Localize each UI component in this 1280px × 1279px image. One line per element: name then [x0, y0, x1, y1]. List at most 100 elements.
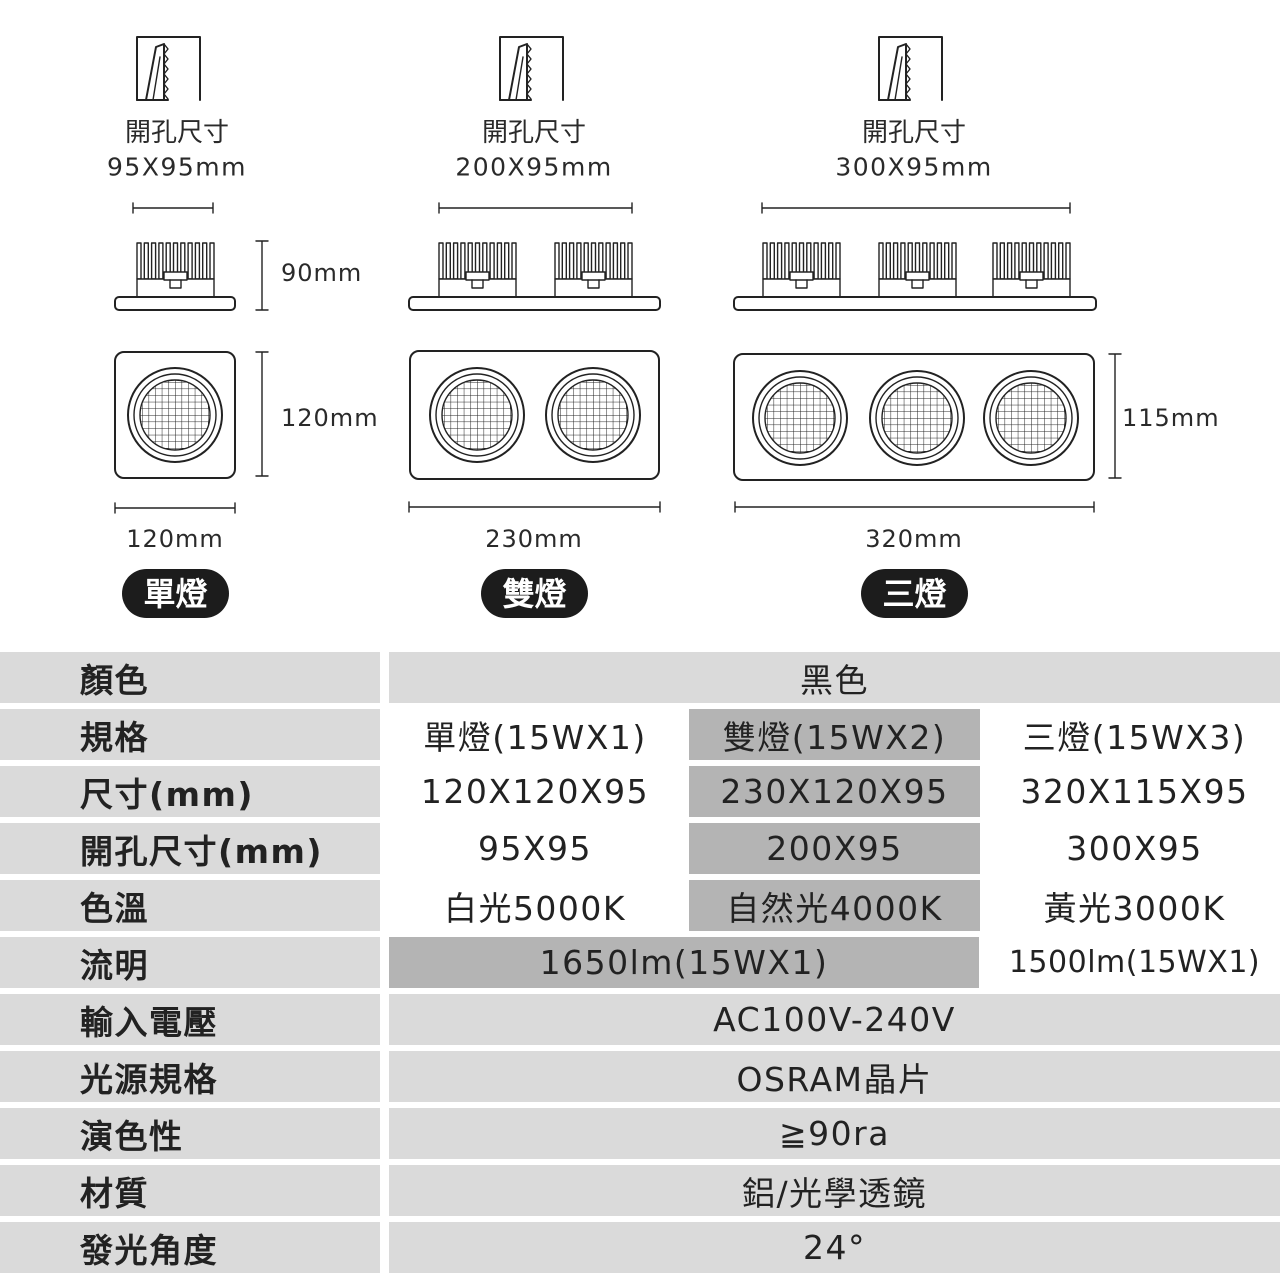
spec-value-single: 單燈(15WX1) — [389, 709, 681, 760]
lamp-badge: 單燈 — [122, 569, 229, 618]
mounting-plate — [114, 296, 236, 311]
heatsink — [992, 242, 1071, 298]
side-view — [114, 242, 236, 311]
lens — [128, 368, 222, 462]
diagram-triple: 開孔尺寸 300X95mm 115mm 320mm 三燈 — [733, 36, 1220, 618]
spec-row-model: 規格 單燈(15WX1) 雙燈(15WX2) 三燈(15WX3) — [0, 709, 1280, 760]
spec-value-double: 230X120X95 — [689, 766, 980, 817]
diagram-single: 開孔尺寸 95X95mm 90mm 120mm 120mm 單燈 — [107, 36, 379, 618]
spec-row-color: 顏色 黑色 — [0, 652, 1280, 703]
spec-label: 規格 — [0, 709, 380, 760]
spec-table: 顏色 黑色 規格 單燈(15WX1) 雙燈(15WX2) 三燈(15WX3) 尺… — [0, 652, 1280, 1273]
spec-value-single: 95X95 — [389, 823, 681, 874]
spec-value: 黑色 — [389, 652, 1280, 703]
cutout-width-dimension — [761, 202, 1071, 214]
lens — [870, 371, 964, 465]
lens — [430, 368, 524, 462]
spec-value: 24° — [389, 1222, 1280, 1273]
spec-value-warm: 黃光3000K — [989, 880, 1280, 931]
badge-label: 三燈 — [882, 575, 946, 613]
side-view — [733, 242, 1097, 311]
spec-label: 材質 — [0, 1165, 380, 1216]
heatsink — [762, 242, 841, 298]
width-dimension — [114, 502, 236, 514]
heatsink — [136, 242, 215, 298]
spec-label: 輸入電壓 — [0, 994, 380, 1045]
heatsink — [554, 242, 633, 298]
spec-label: 流明 — [0, 937, 380, 988]
spec-value-natural: 自然光4000K — [689, 880, 980, 931]
width-label: 230mm — [485, 525, 583, 553]
width-label: 120mm — [126, 525, 224, 553]
spec-row-light-source: 光源規格 OSRAM晶片 — [0, 1051, 1280, 1102]
lens — [984, 371, 1078, 465]
spec-row-cutout: 開孔尺寸(mm) 95X95 200X95 300X95 — [0, 823, 1280, 874]
spec-row-beam-angle: 發光角度 24° — [0, 1222, 1280, 1273]
width-label: 320mm — [865, 525, 963, 553]
spec-row-size: 尺寸(mm) 120X120X95 230X120X95 320X115X95 — [0, 766, 1280, 817]
front-view — [114, 351, 236, 479]
cutout-label: 開孔尺寸 — [862, 118, 966, 148]
badge-label: 單燈 — [143, 575, 207, 613]
cutout-label: 開孔尺寸 — [482, 118, 586, 148]
mounting-plate — [733, 296, 1097, 311]
cutout-size: 95X95mm — [107, 153, 247, 182]
spec-label: 尺寸(mm) — [0, 766, 380, 817]
spec-label: 發光角度 — [0, 1222, 380, 1273]
spec-row-color-temperature: 色溫 白光5000K 自然光4000K 黃光3000K — [0, 880, 1280, 931]
ceiling-cutout-icon — [878, 36, 943, 101]
lens — [753, 371, 847, 465]
depth-dimension — [1108, 353, 1122, 479]
spec-row-lumen: 流明 1650lm(15WX1) 1500lm(15WX1) — [0, 937, 1280, 988]
cutout-size: 300X95mm — [835, 153, 992, 182]
cutout-size: 200X95mm — [455, 153, 612, 182]
front-view — [733, 353, 1095, 481]
spec-value-double: 200X95 — [689, 823, 980, 874]
spec-row-cri: 演色性 ≧90ra — [0, 1108, 1280, 1159]
depth-label: 115mm — [1122, 404, 1220, 432]
spec-row-material: 材質 鋁/光學透鏡 — [0, 1165, 1280, 1216]
lamp-badge: 雙燈 — [481, 569, 588, 618]
ceiling-cutout-icon — [499, 36, 564, 101]
spec-value: 鋁/光學透鏡 — [389, 1165, 1280, 1216]
spec-value-triple: 300X95 — [989, 823, 1280, 874]
spec-label: 演色性 — [0, 1108, 380, 1159]
spec-label: 開孔尺寸(mm) — [0, 823, 380, 874]
dimension-diagrams: 開孔尺寸 95X95mm 90mm 120mm 120mm 單燈 開孔尺寸 20… — [107, 36, 1220, 618]
height-label: 90mm — [281, 259, 362, 287]
depth-dimension — [255, 351, 269, 477]
spec-value-single: 120X120X95 — [389, 766, 681, 817]
spec-value: ≧90ra — [389, 1108, 1280, 1159]
height-dimension — [255, 240, 269, 311]
heatsink — [438, 242, 517, 298]
spec-value-lumen-b: 1500lm(15WX1) — [989, 937, 1280, 988]
spec-value: AC100V-240V — [389, 994, 1280, 1045]
width-dimension — [408, 501, 661, 513]
front-view — [409, 350, 660, 480]
spec-value-lumen-a: 1650lm(15WX1) — [389, 937, 979, 988]
spec-value-triple: 三燈(15WX3) — [989, 709, 1280, 760]
badge-background — [861, 569, 968, 618]
diagram-double: 開孔尺寸 200X95mm 230mm 雙燈 — [408, 36, 661, 618]
spec-label: 光源規格 — [0, 1051, 380, 1102]
depth-label: 120mm — [281, 404, 379, 432]
cutout-label: 開孔尺寸 — [125, 118, 229, 148]
spec-row-input-voltage: 輸入電壓 AC100V-240V — [0, 994, 1280, 1045]
spec-label: 顏色 — [0, 652, 380, 703]
mounting-plate — [408, 296, 661, 311]
side-view — [408, 242, 661, 311]
cutout-width-dimension — [132, 202, 214, 214]
lamp-badge: 三燈 — [861, 569, 968, 618]
badge-label: 雙燈 — [502, 575, 566, 613]
width-dimension — [734, 501, 1095, 513]
heatsink — [878, 242, 957, 298]
cutout-width-dimension — [438, 202, 633, 214]
badge-background — [122, 569, 229, 618]
spec-value: OSRAM晶片 — [389, 1051, 1280, 1102]
ceiling-cutout-icon — [136, 36, 201, 101]
spec-label: 色溫 — [0, 880, 380, 931]
spec-value-triple: 320X115X95 — [989, 766, 1280, 817]
spec-value-white: 白光5000K — [389, 880, 681, 931]
badge-background — [481, 569, 588, 618]
spec-value-double: 雙燈(15WX2) — [689, 709, 980, 760]
